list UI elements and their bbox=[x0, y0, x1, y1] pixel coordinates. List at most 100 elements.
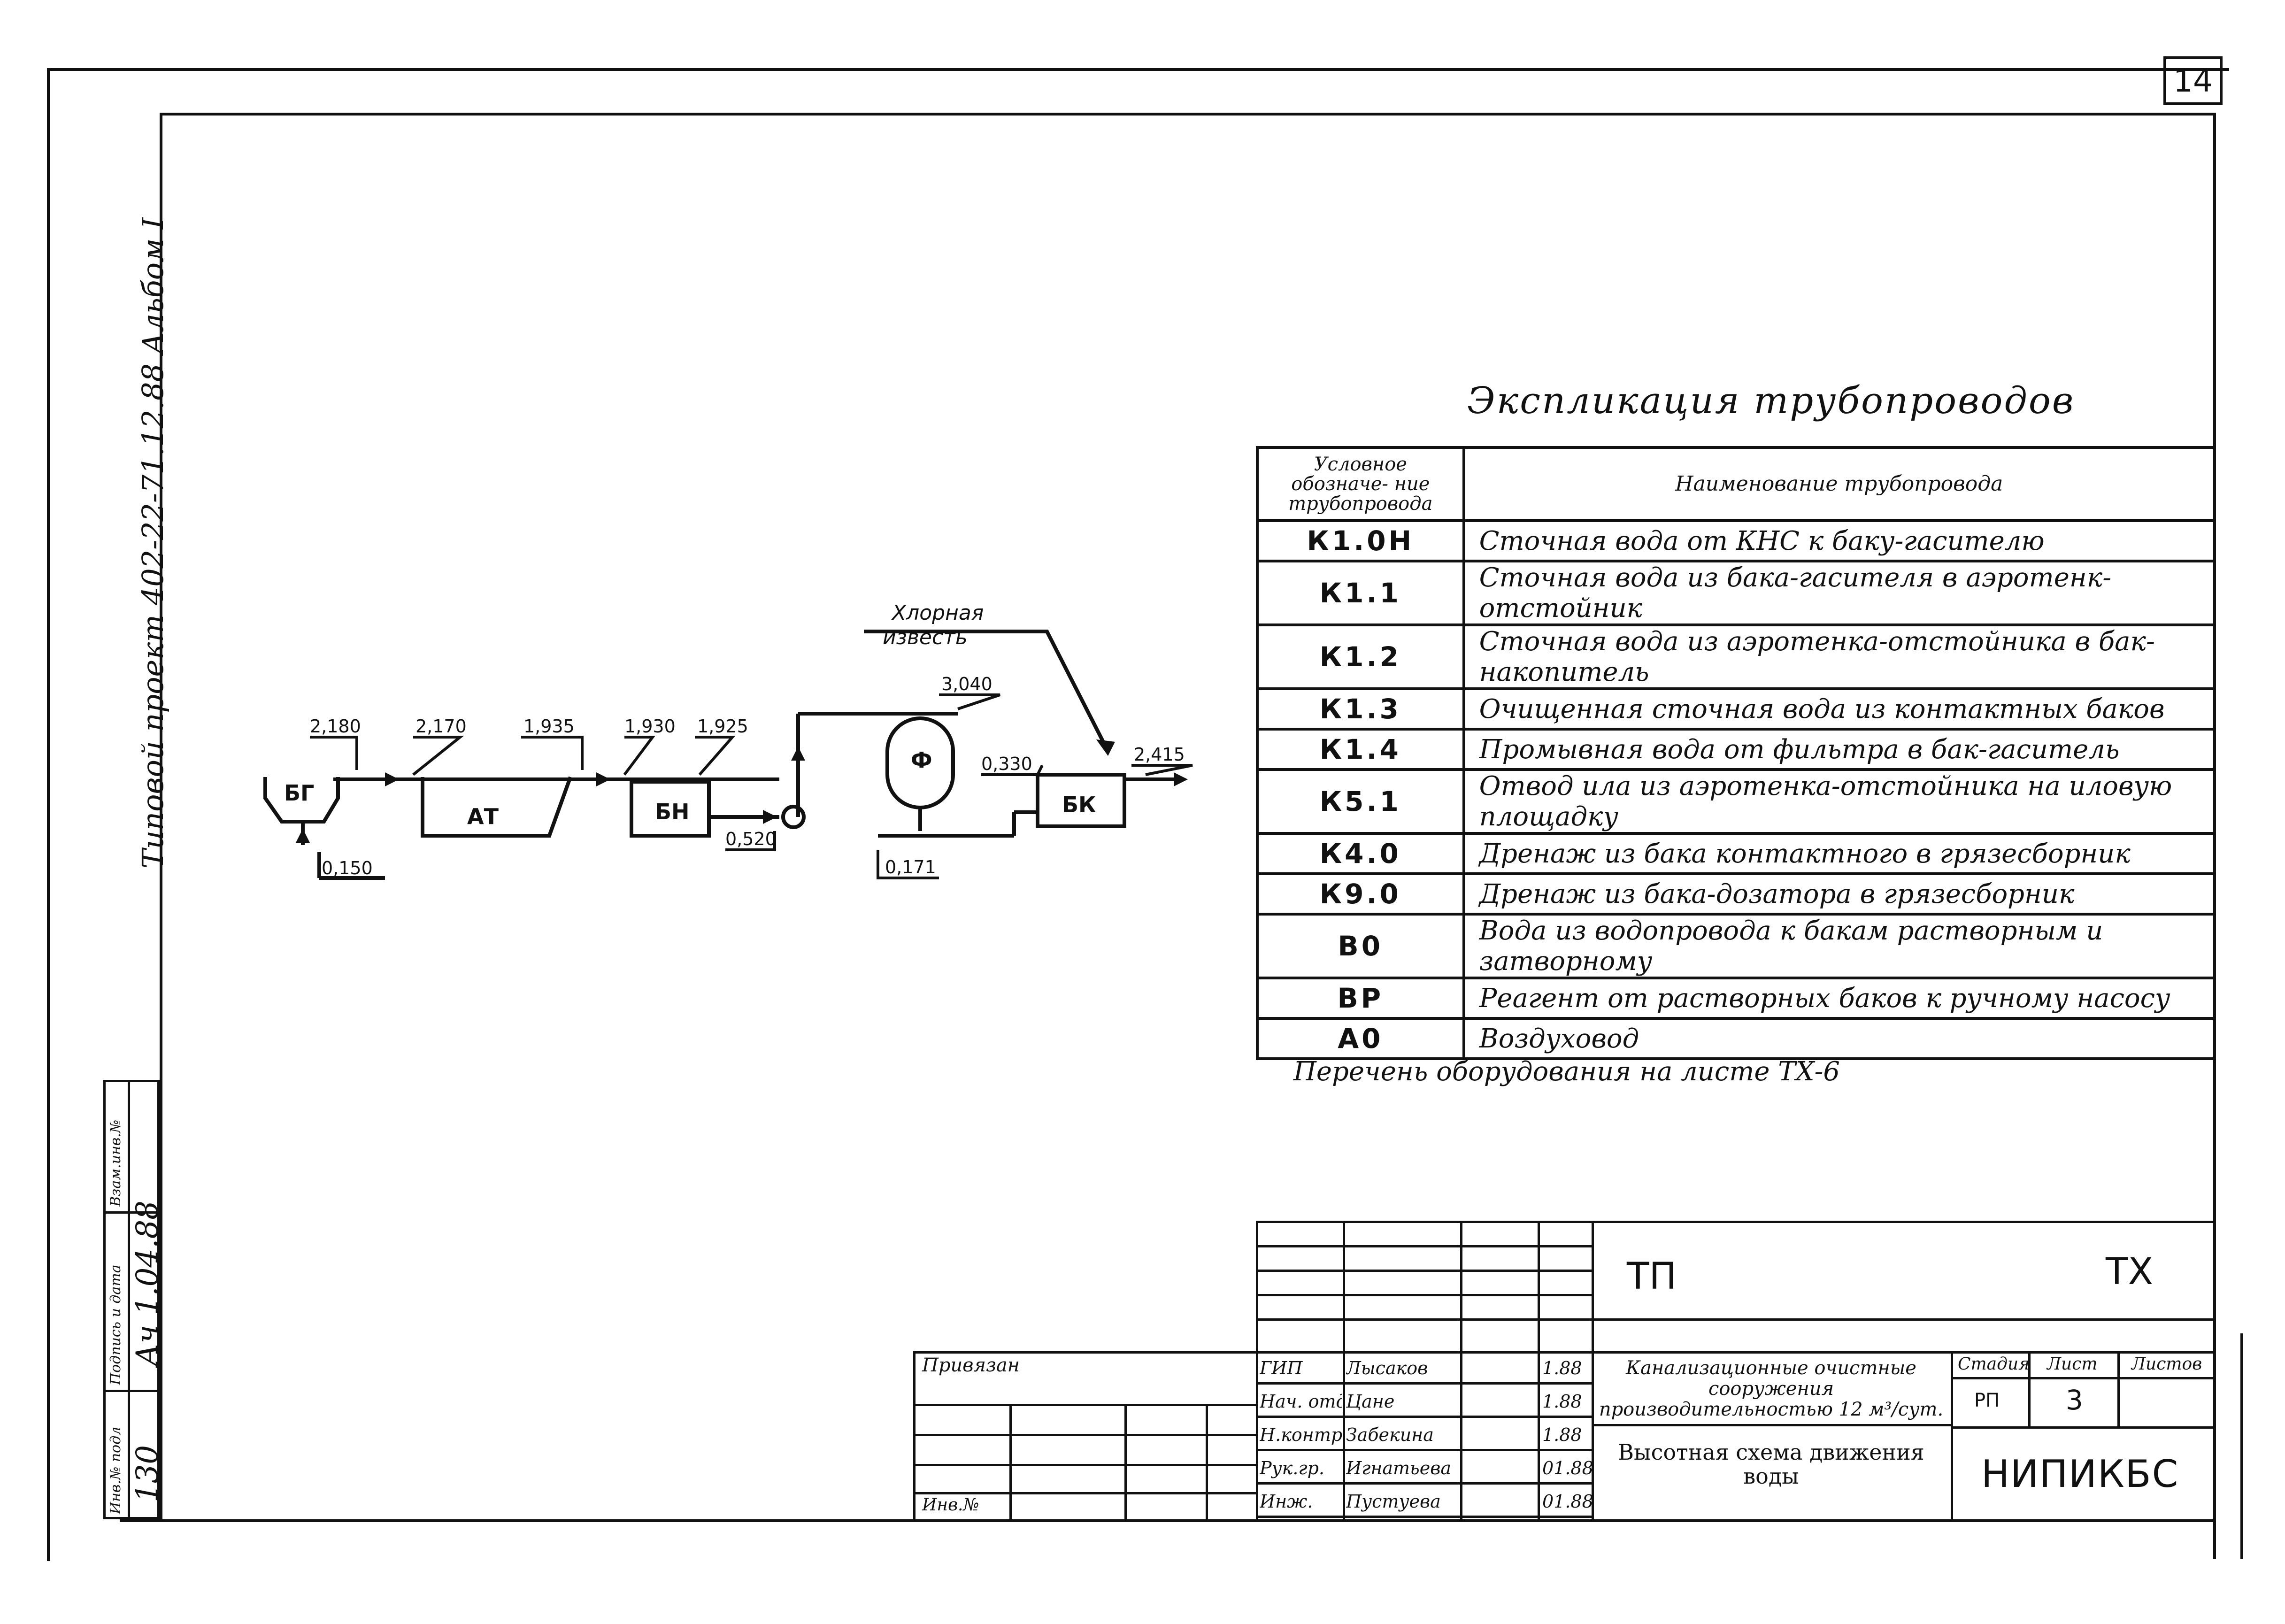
sheet-value: 3 bbox=[2066, 1384, 2083, 1416]
pipe-code: К1.3 bbox=[1256, 687, 1465, 731]
bb-r4 bbox=[916, 1492, 1258, 1494]
pump-symbol bbox=[781, 805, 806, 829]
tb-r3 bbox=[1256, 1294, 1592, 1296]
role-person: Пустуева bbox=[1346, 1491, 1441, 1512]
tb-c2 bbox=[1460, 1221, 1462, 1519]
role-person: Цане bbox=[1346, 1391, 1395, 1412]
drawing-name-cell: Высотная схема движения воды bbox=[1592, 1426, 1953, 1519]
pipe-code: К1.2 bbox=[1256, 623, 1465, 690]
tb-r6 bbox=[913, 1351, 1256, 1354]
pipe-name: Вода из водопровода к бакам растворным и… bbox=[1462, 913, 2216, 979]
reagent-label-1: Хлорная bbox=[891, 601, 984, 625]
level-0171: 0,171 bbox=[885, 857, 936, 877]
sheets-label: Листов bbox=[2131, 1355, 2202, 1374]
explication-table: Условное обозначе- ние трубопровода Наим… bbox=[1256, 446, 2216, 1060]
side-stamp-div2 bbox=[103, 1390, 160, 1392]
pipe-name: Отвод ила из аэротенка-отстойника на ило… bbox=[1462, 768, 2216, 835]
inner-left bbox=[160, 113, 162, 1521]
tb-c3 bbox=[1538, 1221, 1540, 1519]
level-0150: 0,150 bbox=[322, 858, 373, 878]
tb-top bbox=[1256, 1221, 2214, 1223]
tank-at bbox=[421, 776, 572, 838]
inv-no-label: Инв.№ bbox=[922, 1495, 979, 1515]
role-title: ГИП bbox=[1260, 1358, 1303, 1378]
pipe-name: Сточная вода из бака-гасителя в аэротенк… bbox=[1462, 560, 2216, 626]
pipe-code: ВР bbox=[1256, 977, 1465, 1020]
sheet-number: 14 bbox=[2173, 62, 2213, 99]
pipe-code: А0 bbox=[1256, 1017, 1465, 1060]
tank-at-label: АТ bbox=[467, 804, 499, 829]
explication-header: Условное обозначе- ние трубопровода Наим… bbox=[1256, 446, 2216, 522]
bb-c1 bbox=[1009, 1404, 1012, 1519]
side-stamp-mid bbox=[128, 1080, 130, 1519]
drawing-name: Высотная схема движения воды bbox=[1618, 1439, 1924, 1489]
explication-header-code: Условное обозначе- ние трубопровода bbox=[1256, 446, 1465, 522]
equipment-note: Перечень оборудования на листе ТХ-6 bbox=[1293, 1056, 1840, 1087]
role-person: Лысаков bbox=[1346, 1358, 1428, 1378]
pipe-code: К4.0 bbox=[1256, 832, 1465, 875]
frame-left bbox=[47, 68, 50, 1561]
inner-right bbox=[2213, 113, 2216, 1559]
pipe-name: Дренаж из бака-дозатора в грязесборник bbox=[1462, 872, 2216, 916]
pipe-name: Очищенная сточная вода из контактных бак… bbox=[1462, 687, 2216, 731]
tank-bk bbox=[1036, 773, 1126, 828]
bb-c3 bbox=[1206, 1404, 1208, 1519]
filter-vessel bbox=[885, 716, 955, 809]
lvl-0330 bbox=[981, 764, 1044, 776]
arrow-7 bbox=[296, 829, 310, 843]
tb-c0 bbox=[1256, 1221, 1258, 1519]
tb-r2 bbox=[1256, 1270, 1592, 1272]
lvl-0171 bbox=[877, 850, 939, 879]
lvl-2170 bbox=[412, 736, 464, 776]
sg-r1 bbox=[1953, 1377, 2214, 1379]
tank-bk-label: БК bbox=[1062, 792, 1096, 817]
role-date: 1.88 bbox=[1542, 1424, 1582, 1445]
role-date: 01.88 bbox=[1542, 1491, 1592, 1512]
explication-header-name: Наименование трубопровода bbox=[1462, 446, 2216, 522]
lvl-1925 bbox=[695, 736, 736, 776]
level-3040: 3,040 bbox=[941, 674, 992, 694]
pipe-name: Дренаж из бака контактного в грязесборни… bbox=[1462, 832, 2216, 875]
reagent-leader bbox=[864, 630, 1110, 752]
level-0330: 0,330 bbox=[981, 754, 1032, 774]
role-date: 1.88 bbox=[1542, 1358, 1582, 1378]
project-name-cell: Канализационные очистные сооружения прои… bbox=[1592, 1351, 1953, 1426]
arrow-3 bbox=[763, 810, 777, 824]
role-person: Игнатьева bbox=[1346, 1458, 1452, 1478]
level-1930: 1,930 bbox=[624, 716, 676, 737]
pipe-code: К1.4 bbox=[1256, 728, 1465, 771]
arrow-4 bbox=[791, 747, 805, 761]
explication-title: Экспликация трубопроводов bbox=[1467, 380, 2075, 422]
tank-bg-label: БГ bbox=[284, 780, 314, 806]
tb-c1 bbox=[1343, 1221, 1345, 1519]
bb-r2 bbox=[916, 1434, 1258, 1436]
role-person: Забекина bbox=[1346, 1424, 1434, 1445]
role-row: ГИП Лысаков 1.88 bbox=[1256, 1351, 1592, 1385]
frame-right-stub bbox=[2240, 1333, 2243, 1559]
project-name: Канализационные очистные сооружения прои… bbox=[1599, 1357, 1944, 1420]
title-block: ТП ТХ bbox=[913, 1221, 2214, 1519]
bb-c2 bbox=[1124, 1404, 1127, 1519]
pipe-code: К1.0Н bbox=[1256, 519, 1465, 562]
lvl-1935 bbox=[521, 736, 584, 770]
sheet-label: Лист bbox=[2047, 1355, 2098, 1374]
bb-r3 bbox=[916, 1464, 1258, 1466]
lvl-2180 bbox=[310, 736, 358, 770]
org-name: НИПИКБС bbox=[1981, 1452, 2179, 1496]
sg-c1 bbox=[2028, 1351, 2031, 1426]
arrow-2 bbox=[596, 772, 610, 786]
level-1925: 1,925 bbox=[697, 716, 748, 737]
pipe-name: Сточная вода от КНС к баку-гасителю bbox=[1462, 519, 2216, 562]
stage-value: РП bbox=[1974, 1390, 2000, 1411]
role-date: 1.88 bbox=[1542, 1391, 1582, 1412]
lvl-0520 bbox=[725, 831, 776, 851]
arrow-5 bbox=[1174, 772, 1188, 786]
